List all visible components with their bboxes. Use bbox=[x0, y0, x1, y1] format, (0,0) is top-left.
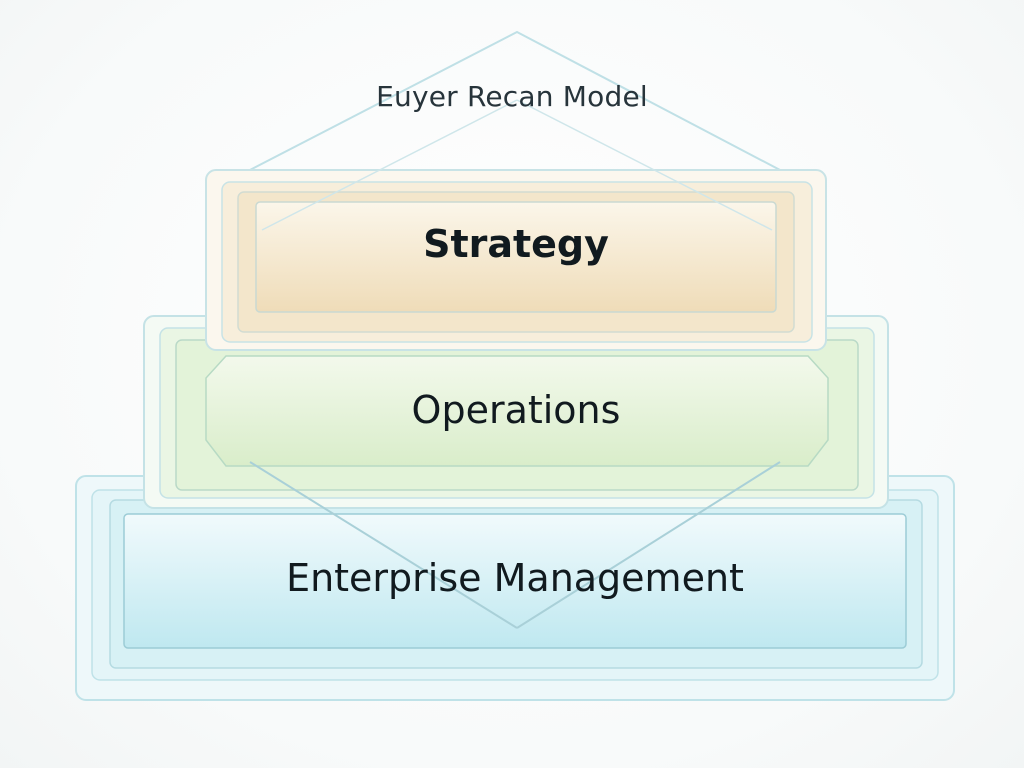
diamond-upper-left-line bbox=[261, 99, 518, 231]
diagram-title: Euyer Recan Model bbox=[376, 80, 648, 113]
tier-enterprise bbox=[75, 475, 955, 701]
diamond-lower-right-line bbox=[516, 461, 781, 629]
tier-strategy-face bbox=[255, 201, 777, 313]
layer-label-enterprise-management: Enterprise Management bbox=[286, 556, 744, 600]
diamond-lower-left-line bbox=[249, 461, 518, 629]
tier-strategy bbox=[205, 169, 827, 351]
layer-label-strategy: Strategy bbox=[423, 222, 609, 266]
layer-label-operations: Operations bbox=[411, 388, 621, 432]
tier-operations bbox=[143, 315, 889, 509]
diamond-upper-right-line bbox=[516, 99, 773, 231]
tier-operations-face bbox=[205, 355, 829, 467]
tier-enterprise-face bbox=[123, 513, 907, 649]
